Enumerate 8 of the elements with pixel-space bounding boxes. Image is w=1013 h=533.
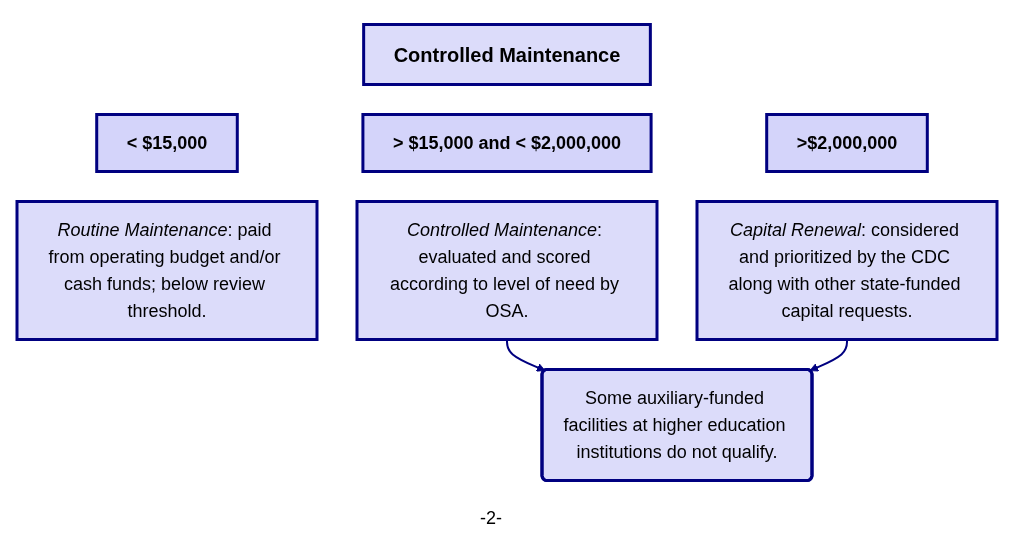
- node-box: Controlled Maintenance: evaluated and scored according to level of need by OSA.: [355, 200, 658, 341]
- node-box: Routine Maintenance: paid from operating budget and/or cash funds; below review threshold.: [15, 200, 318, 341]
- node-box: Controlled Maintenance: [361, 23, 652, 86]
- node-box: Capital Renewal: considered and prioritized by the CDC along with other state-funded capital requests.: [695, 200, 998, 341]
- page-number: -2-: [480, 508, 502, 528]
- node-box: < $15,000: [94, 113, 239, 173]
- node-box: >$2,000,000: [764, 113, 929, 173]
- node-box: > $15,000 and < $2,000,000: [360, 113, 653, 173]
